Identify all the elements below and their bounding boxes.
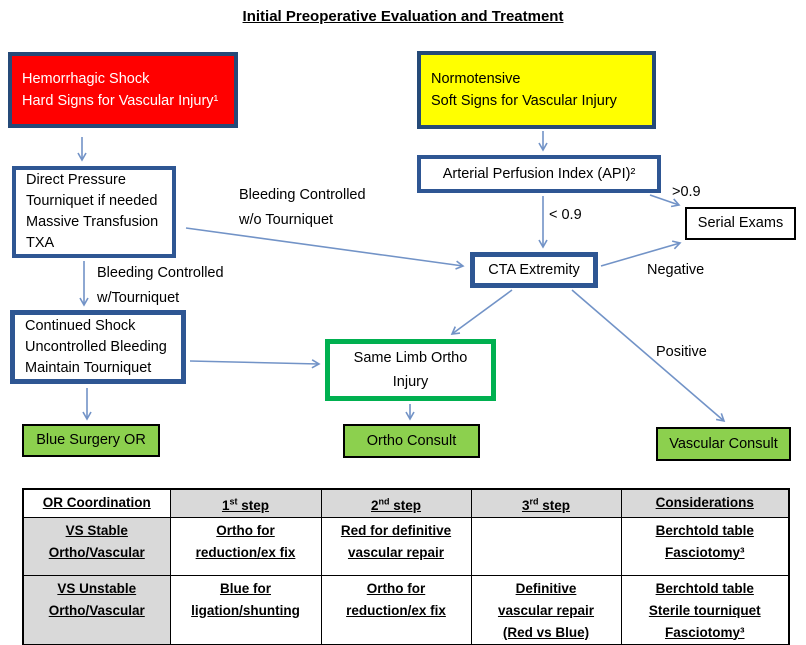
cell-line: (Red vs Blue)	[502, 624, 590, 640]
cell-line: Sterile tourniquet	[648, 602, 761, 618]
node-line: Same Limb Ortho	[353, 350, 468, 366]
edge-label-positive: Positive	[656, 344, 707, 360]
table-header-row: OR Coordination 1st step 2nd step 3rd st…	[22, 488, 790, 518]
table-row-vs-unstable: VS Unstable Ortho/Vascular Blue for liga…	[22, 574, 790, 645]
table-cell: Blue for ligation/shunting	[169, 574, 322, 645]
cell-line: Ortho/Vascular	[48, 602, 145, 618]
arrow-cta-to-same-limb	[450, 289, 513, 335]
edge-label-line: Bleeding Controlled	[239, 187, 366, 203]
table-cell: Berchtold table Fasciotomy³	[620, 516, 790, 576]
node-line: Soft Signs for Vascular Injury	[431, 93, 617, 109]
edge-label-bleeding-controlled-w-tourniquet: Bleeding Controlled w/Tourniquet	[97, 261, 224, 311]
header-cell-2nd-step: 2nd step	[320, 488, 472, 518]
cell-line: Ortho for	[216, 522, 275, 538]
page-title: Initial Preoperative Evaluation and Trea…	[242, 8, 564, 25]
edge-label-line: w/Tourniquet	[97, 290, 180, 306]
edge-label-lt-0.9: < 0.9	[549, 207, 582, 223]
node-direct-pressure: Direct Pressure Tourniquet if needed Mas…	[12, 166, 176, 258]
header-cell-considerations: Considerations	[620, 488, 790, 518]
table-cell: Ortho for reduction/ex fix	[320, 574, 472, 645]
cell-line: Berchtold table	[655, 522, 754, 538]
table-row-vs-stable: VS Stable Ortho/Vascular Ortho for reduc…	[22, 516, 790, 576]
arrow-continued-shock-to-same-limb	[189, 359, 321, 369]
cell-line: Fasciotomy³	[664, 624, 745, 640]
node-line: TXA	[26, 235, 55, 251]
or-coordination-table: OR Coordination 1st step 2nd step 3rd st…	[22, 488, 790, 645]
node-line: Blue Surgery OR	[36, 432, 146, 448]
node-line: Hard Signs for Vascular Injury¹	[22, 93, 219, 109]
node-arterial-perfusion-index: Arterial Perfusion Index (API)²	[417, 155, 661, 193]
cell-line: reduction/ex fix	[195, 544, 296, 560]
node-continued-shock: Continued Shock Uncontrolled Bleeding Ma…	[10, 310, 186, 384]
node-same-limb-ortho-injury: Same Limb Ortho Injury	[325, 339, 496, 401]
cell-line: Berchtold table	[655, 580, 754, 596]
edge-label-negative: Negative	[647, 262, 705, 278]
node-normotensive: Normotensive Soft Signs for Vascular Inj…	[417, 51, 656, 129]
header-cell-3rd-step: 3rd step	[470, 488, 622, 518]
cell-line: Blue for	[219, 580, 271, 596]
node-line: Maintain Tourniquet	[25, 359, 152, 376]
edge-label-bleeding-controlled-wo-tourniquet: Bleeding Controlled w/o Tourniquet	[239, 183, 366, 233]
node-vascular-consult: Vascular Consult	[656, 427, 791, 461]
cell-line: ligation/shunting	[191, 602, 300, 618]
row-label-cell: VS Unstable Ortho/Vascular	[22, 574, 171, 645]
node-line: Arterial Perfusion Index (API)²	[442, 165, 636, 182]
node-line: Uncontrolled Bleeding	[25, 338, 167, 355]
node-line: CTA Extremity	[488, 261, 580, 278]
table-cell-empty	[470, 516, 622, 576]
cell-line: VS Stable	[65, 522, 128, 538]
cell-line: reduction/ex fix	[346, 602, 446, 618]
node-line: Tourniquet if needed	[26, 193, 158, 209]
cell-line: vascular repair	[497, 602, 595, 618]
cell-line: Definitive	[515, 580, 577, 596]
node-line: Normotensive	[431, 71, 521, 87]
table-cell: Definitive vascular repair (Red vs Blue)	[470, 574, 622, 645]
node-line: Ortho Consult	[366, 432, 457, 449]
node-cta-extremity: CTA Extremity	[470, 252, 598, 288]
node-blue-surgery-or: Blue Surgery OR	[22, 424, 160, 457]
header-cell-or-coordination: OR Coordination	[22, 488, 171, 518]
node-line: Serial Exams	[697, 215, 784, 231]
node-line: Massive Transfusion	[26, 214, 159, 230]
node-line: Vascular Consult	[669, 435, 778, 452]
row-label-cell: VS Stable Ortho/Vascular	[22, 516, 171, 576]
node-line: Continued Shock	[25, 317, 136, 334]
edge-label-line: Bleeding Controlled	[97, 265, 224, 281]
cell-line: Red for definitive	[340, 522, 452, 538]
cell-line: VS Unstable	[57, 580, 137, 596]
arrow-direct-pressure-to-cta	[185, 227, 465, 270]
cell-line: Ortho/Vascular	[48, 544, 145, 560]
edge-label-line: w/o Tourniquet	[239, 212, 334, 228]
cell-line: Fasciotomy³	[664, 544, 745, 560]
node-line: Hemorrhagic Shock	[22, 71, 150, 87]
table-cell: Ortho for reduction/ex fix	[169, 516, 322, 576]
cell-line: Ortho for	[366, 580, 426, 596]
header-cell-1st-step: 1st step	[169, 488, 322, 518]
node-serial-exams: Serial Exams	[685, 207, 796, 240]
node-hemorrhagic-shock: Hemorrhagic Shock Hard Signs for Vascula…	[8, 52, 238, 128]
node-line: Direct Pressure	[26, 172, 126, 188]
node-ortho-consult: Ortho Consult	[343, 424, 480, 458]
table-cell: Berchtold table Sterile tourniquet Fasci…	[620, 574, 790, 645]
cell-line: vascular repair	[347, 544, 445, 560]
node-line: Injury	[392, 374, 429, 390]
table-cell: Red for definitive vascular repair	[320, 516, 472, 576]
edge-label-gt-0.9: >0.9	[672, 184, 701, 200]
